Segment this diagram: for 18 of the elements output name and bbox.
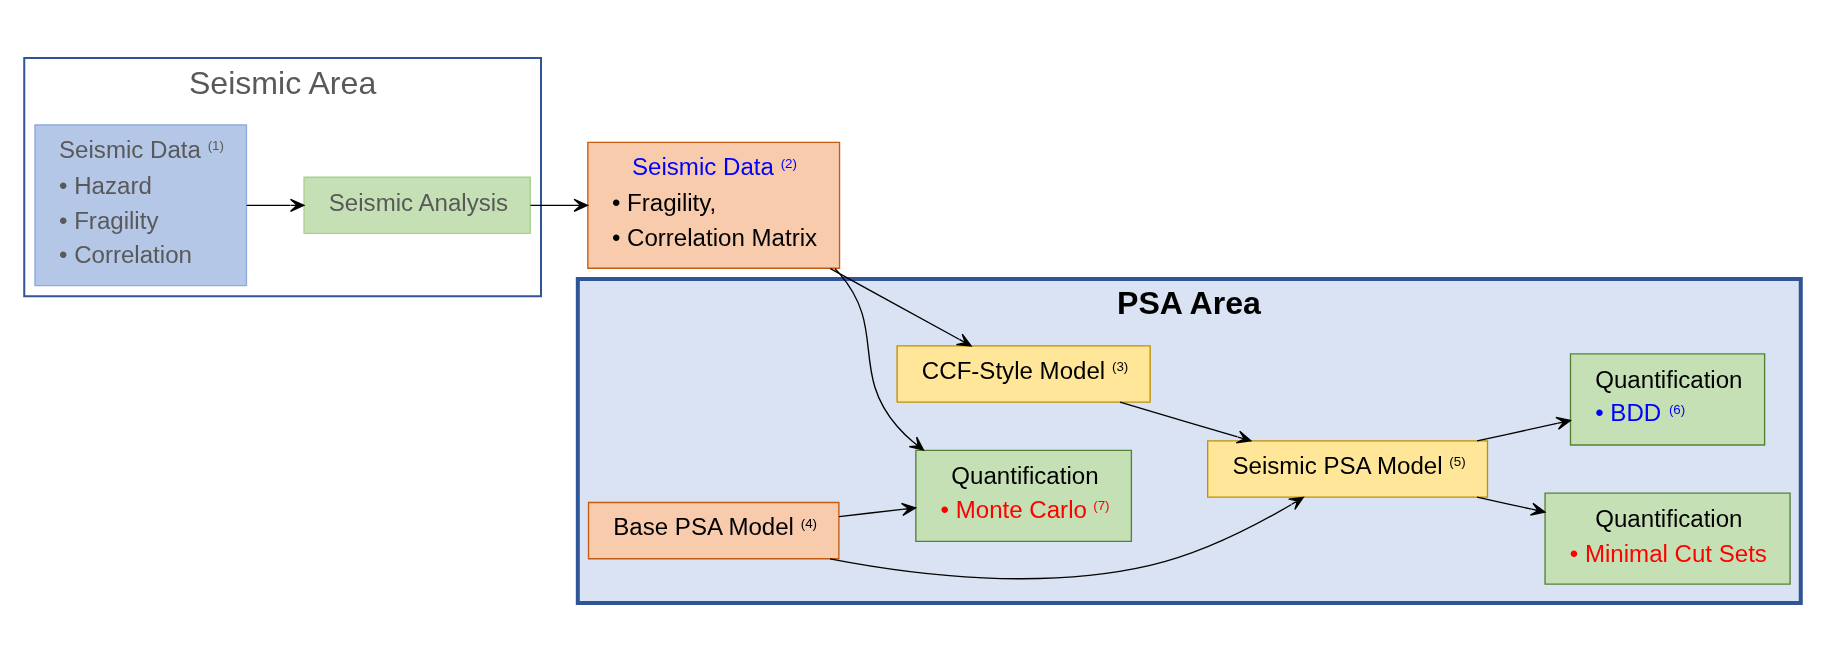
- node-box: Quantification • Minimal Cut Sets: [1544, 492, 1791, 585]
- arrow: [838, 502, 917, 517]
- node-box: Base PSA Model $^{(4)}$: [587, 501, 840, 559]
- node-box: Seismic PSA Model $^{(5)}$: [1207, 439, 1489, 498]
- arrow: [829, 496, 1304, 579]
- arrow: [246, 198, 305, 212]
- node-box: Quantification • BDD $^{(6)}$: [1569, 352, 1766, 446]
- node-box: CCF-Style Model $^{(3)}$: [896, 344, 1151, 403]
- arrow: [529, 198, 589, 212]
- node-box: Quantification • Monte Carlo $^{(7)}$: [915, 449, 1133, 542]
- node-box: Seismic Data $^{(1)}$ • Hazard • Fragility • Correlation: [34, 123, 248, 286]
- arrow: [829, 267, 972, 347]
- node-box: Seismic Analysis: [303, 176, 531, 234]
- arrow: [1119, 400, 1252, 443]
- arrow: [1476, 496, 1546, 516]
- arrow: [1476, 416, 1571, 442]
- node-box: Seismic Data $^{(2)}$ • Fragility, • Correlation Matrix: [587, 141, 841, 269]
- arrow: [834, 267, 925, 451]
